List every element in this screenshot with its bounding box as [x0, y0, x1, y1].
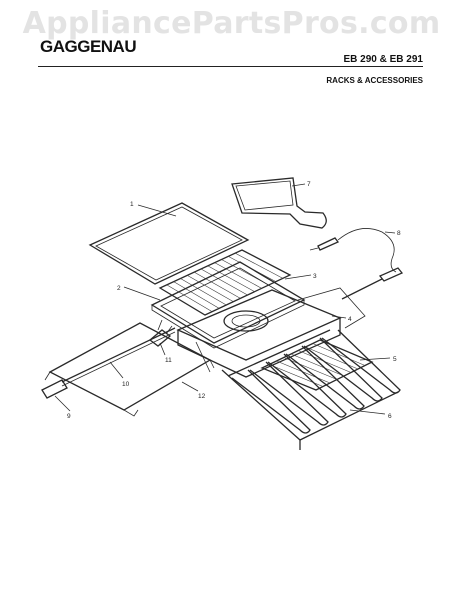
runner-loop	[231, 369, 311, 434]
runner-loop	[249, 361, 329, 426]
part-6-shelf-runners	[221, 329, 401, 450]
part-7-paddle	[231, 177, 327, 229]
callout-10: 10	[122, 381, 130, 388]
watermark-text: AppliancePartsPros.com	[22, 6, 441, 41]
rack-wire	[180, 278, 227, 306]
rack-wire	[312, 343, 366, 366]
runner-rail	[299, 391, 399, 441]
rack-wire	[305, 346, 359, 370]
rack-wire	[207, 265, 255, 292]
part-3-wire-rack	[158, 249, 292, 316]
rack-wire	[235, 252, 284, 279]
part-9-spit-handle	[41, 379, 68, 399]
runner-loop	[267, 353, 347, 418]
section-title: RACKS & ACCESSORIES	[326, 76, 423, 85]
rack-wire	[173, 281, 220, 309]
runner-loop	[321, 329, 401, 394]
header-rule	[38, 66, 423, 67]
rack-wire	[214, 262, 262, 289]
callout-8: 8	[397, 230, 401, 237]
callout-2: 2	[117, 285, 121, 292]
rack-wire	[194, 271, 241, 299]
part-12-rotisserie-frame	[44, 322, 215, 417]
runner-loop	[285, 345, 365, 410]
callout-1: 1	[130, 201, 134, 208]
brand-logo: GAGGENAU	[40, 37, 137, 56]
callout-leaders	[54, 183, 396, 415]
callout-12: 12	[198, 393, 206, 400]
runner-rail	[227, 329, 331, 377]
rack-wire	[166, 284, 213, 312]
part-11-spit-forks	[148, 319, 173, 347]
model-number: EB 290 & EB 291	[343, 54, 424, 65]
callout-11: 11	[165, 357, 172, 364]
part-8-meat-probe	[309, 228, 404, 300]
callout-3: 3	[313, 273, 317, 280]
callout-9: 9	[67, 413, 71, 420]
part-10-spit-rod	[61, 327, 176, 387]
part-1-baking-sheet	[88, 202, 250, 285]
part-4-broiler-pan	[176, 287, 366, 378]
rack-wire	[187, 275, 234, 302]
rack-wire	[200, 268, 248, 296]
callout-4: 4	[348, 316, 352, 323]
runner-loop	[303, 337, 383, 402]
callout-5: 5	[393, 356, 397, 363]
rack-wire	[283, 357, 338, 380]
callout-6: 6	[388, 413, 392, 420]
callout-7: 7	[307, 181, 311, 188]
rack-wire	[290, 353, 345, 377]
